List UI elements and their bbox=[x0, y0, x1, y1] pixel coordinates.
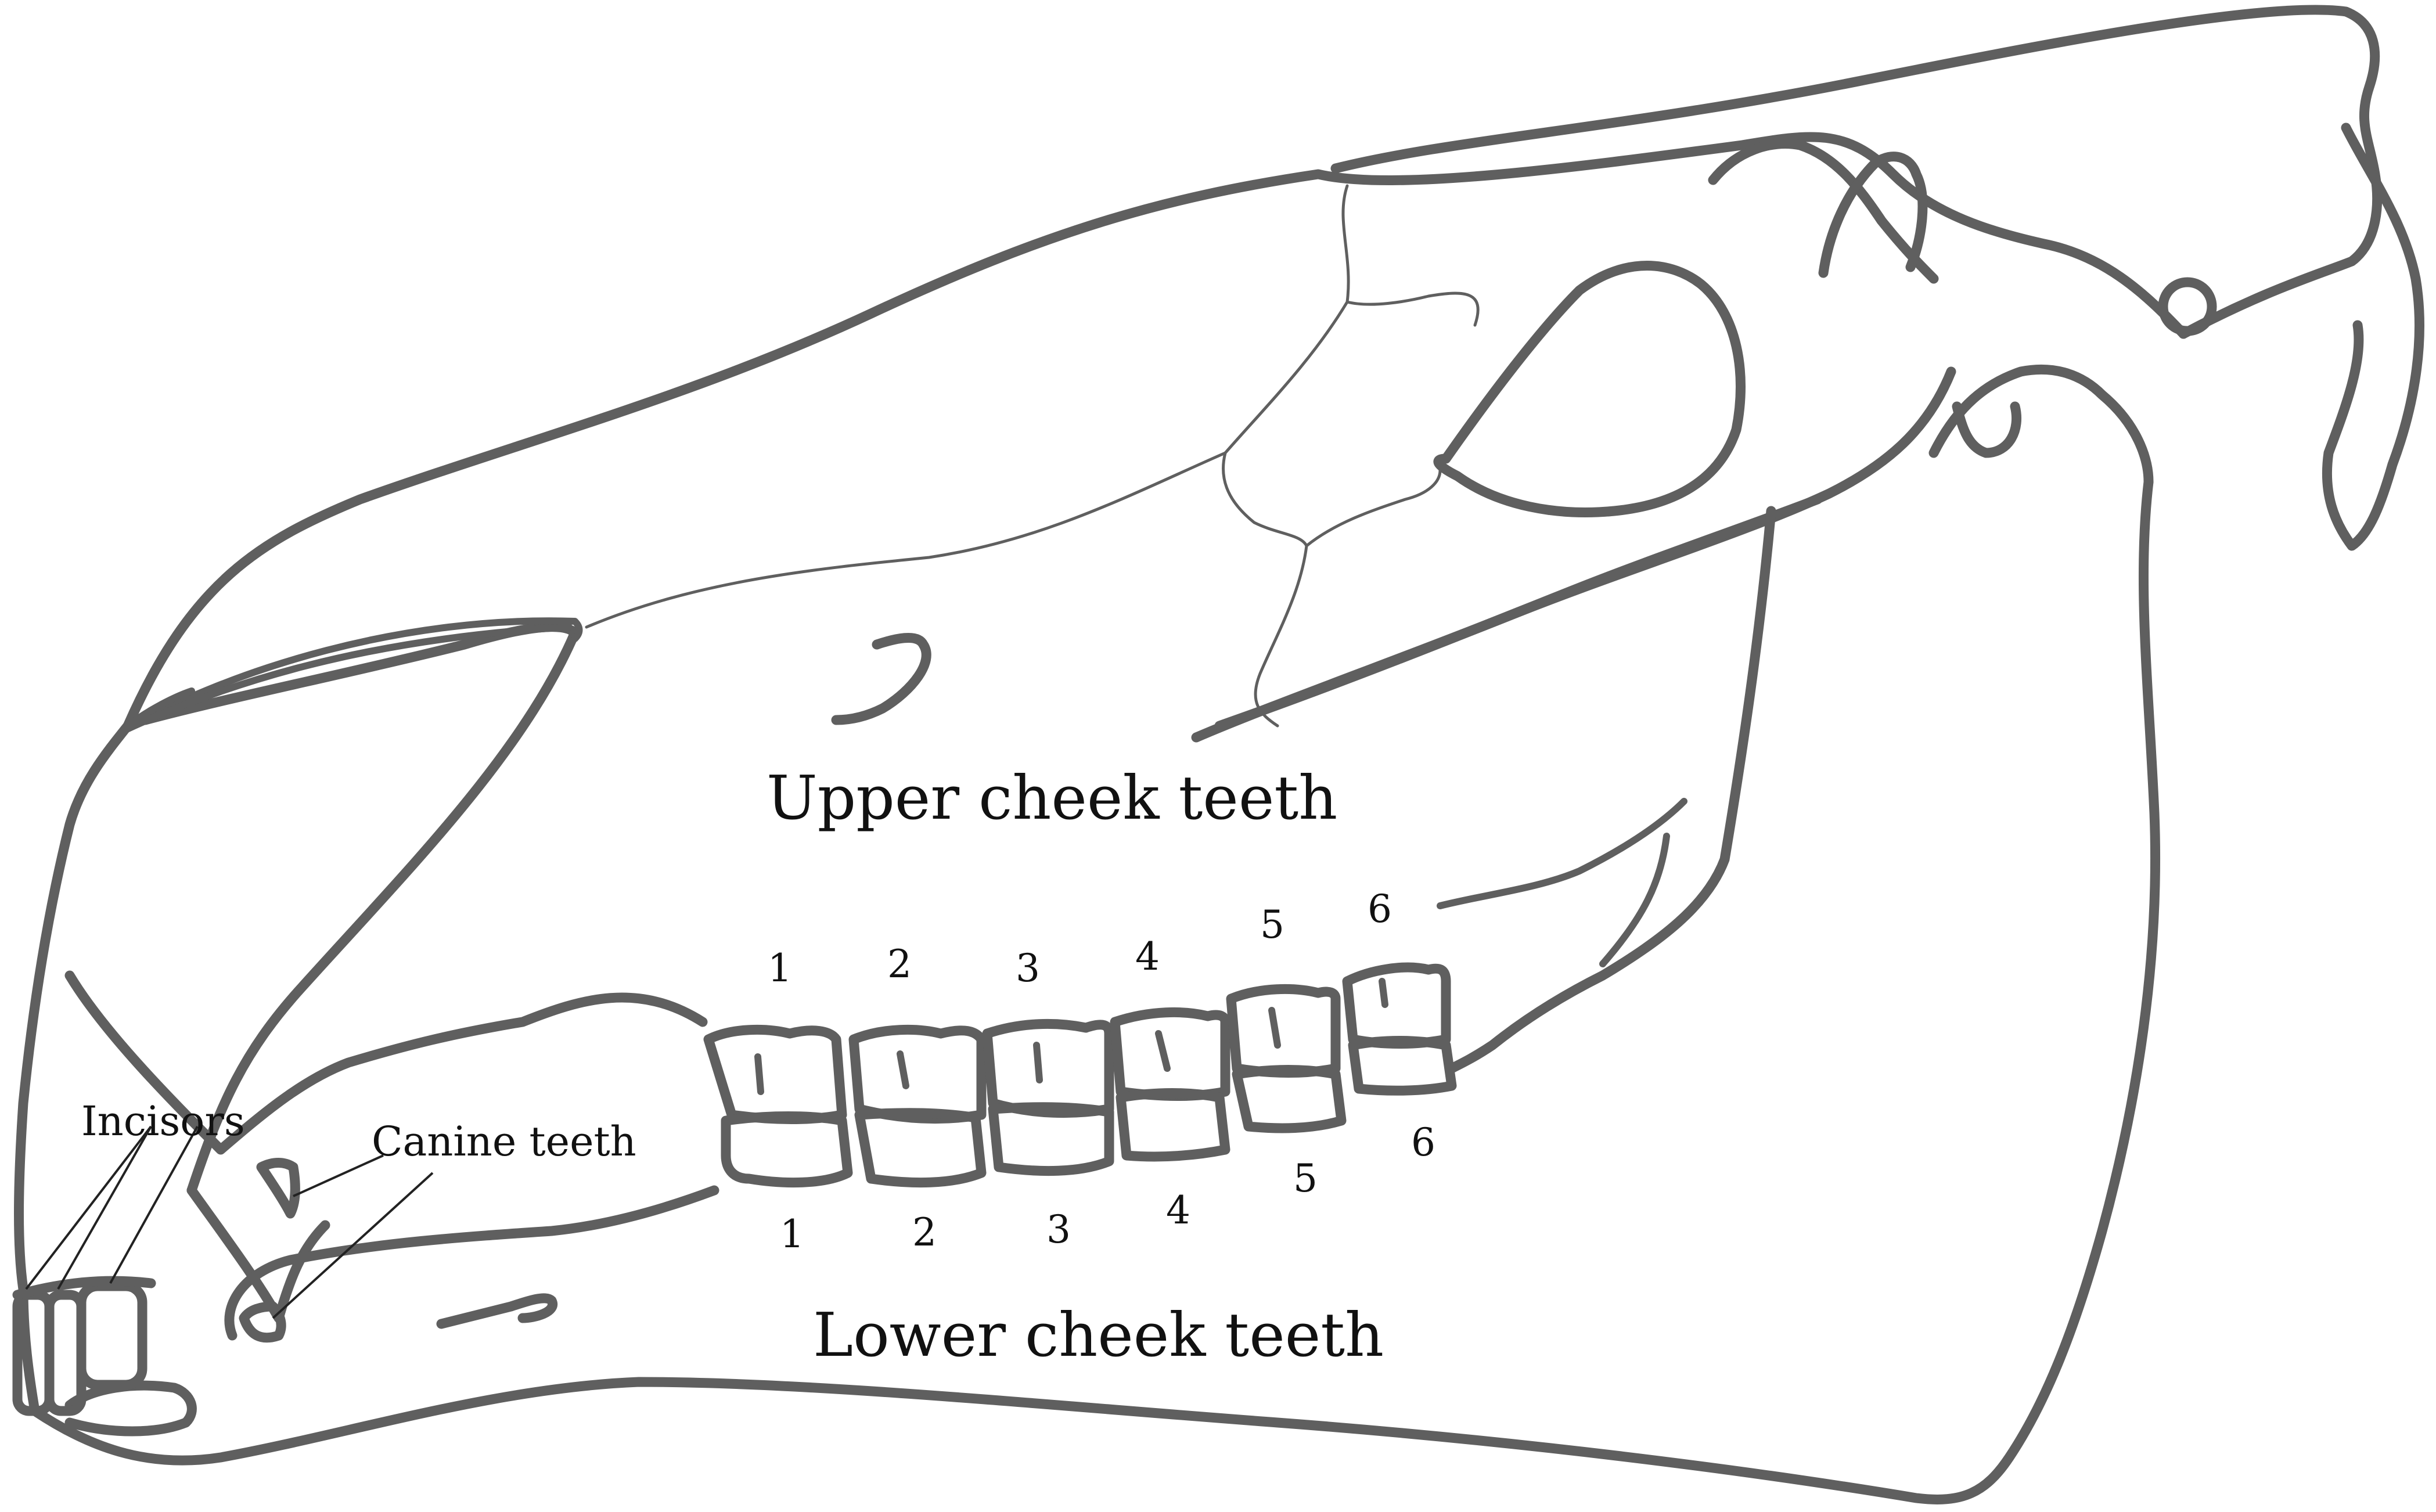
lower-tooth-4 bbox=[1116, 1088, 1230, 1162]
leader-lines bbox=[25, 1125, 434, 1319]
canine-teeth bbox=[239, 1158, 300, 1343]
upper-tooth-2-groove bbox=[897, 1050, 909, 1089]
upper-tooth-4-groove bbox=[1155, 1030, 1171, 1072]
nasal-line bbox=[14, 721, 133, 1294]
upper-tooth-number-2: 2 bbox=[887, 942, 912, 987]
upper-tooth-number-4: 4 bbox=[1135, 934, 1160, 979]
temporal-fossa bbox=[1818, 152, 1928, 278]
nasoincisive-notch bbox=[118, 624, 573, 735]
lower-tooth-number-3: 3 bbox=[1046, 1207, 1071, 1252]
occipital-back bbox=[2322, 123, 2424, 551]
upper-tooth-6-groove bbox=[1379, 978, 1388, 1008]
upper-tooth-6 bbox=[1342, 962, 1451, 1049]
lower-tooth-number-2: 2 bbox=[912, 1210, 937, 1255]
lower-tooth-number-6: 6 bbox=[1411, 1120, 1435, 1165]
incisor-leader-2 bbox=[57, 1126, 152, 1290]
skull-outline bbox=[14, 5, 2424, 1323]
upper-tooth-5 bbox=[1226, 984, 1341, 1078]
incisor-leader-3 bbox=[109, 1126, 199, 1284]
lower-tooth-6 bbox=[1348, 1036, 1457, 1096]
lower-tooth-2 bbox=[854, 1108, 987, 1188]
orbit-region bbox=[1191, 139, 2217, 743]
upper-jaw-lower-edge bbox=[64, 970, 708, 1155]
coronoid-process bbox=[1437, 798, 1687, 967]
sutures bbox=[585, 184, 1480, 728]
supraorbital-process bbox=[1708, 139, 1939, 284]
mandibular-condyle-area bbox=[1928, 364, 2154, 487]
zygomatic-suture bbox=[1305, 469, 1442, 548]
lower-cheek-teeth bbox=[721, 1036, 1457, 1188]
lower-cheek-teeth-label: Lower cheek teeth bbox=[813, 1299, 1384, 1370]
poll-crest bbox=[1330, 5, 2383, 339]
canine-leader-lower bbox=[272, 1172, 434, 1319]
maxilla-suture bbox=[585, 451, 1227, 629]
orbit bbox=[1433, 261, 1746, 517]
upper-tooth-number-6: 6 bbox=[1368, 887, 1392, 931]
upper-tooth-3 bbox=[982, 1018, 1114, 1118]
incisors-label: Incisors bbox=[81, 1097, 245, 1145]
labels: Upper cheek teeth Lower cheek teeth Inci… bbox=[81, 762, 1384, 1370]
infraorbital-foramen bbox=[831, 632, 931, 725]
incisor-leader-1 bbox=[25, 1125, 152, 1290]
lower-tooth-numbers: 1 2 3 4 5 6 bbox=[780, 1120, 1435, 1257]
upper-tooth-1-groove bbox=[754, 1053, 764, 1095]
incisor-3 bbox=[76, 1281, 147, 1390]
lower-tooth-5 bbox=[1232, 1065, 1347, 1133]
canine-teeth-label: Canine teeth bbox=[372, 1118, 636, 1165]
mandible-ramus-front bbox=[1447, 506, 1776, 1074]
mandible-ventral-border bbox=[30, 477, 2161, 1504]
lower-tooth-1 bbox=[721, 1111, 853, 1188]
upper-canine bbox=[256, 1158, 300, 1219]
upper-cheek-teeth-label: Upper cheek teeth bbox=[767, 762, 1337, 833]
mandible-alveolar-margin bbox=[224, 1185, 719, 1341]
retroarticular-process bbox=[1952, 401, 2022, 458]
upper-tooth-2 bbox=[848, 1024, 987, 1124]
upper-tooth-numbers: 1 2 3 4 5 6 bbox=[768, 887, 1392, 991]
lower-tooth-number-5: 5 bbox=[1293, 1156, 1318, 1201]
external-acoustic-meatus bbox=[2158, 277, 2217, 336]
mental-foramen bbox=[436, 1293, 557, 1329]
upper-tooth-1 bbox=[703, 1024, 847, 1124]
lacrimal-suture bbox=[1222, 300, 1349, 728]
upper-tooth-5-groove bbox=[1268, 1007, 1281, 1049]
incisor-gum-line bbox=[12, 1276, 156, 1300]
upper-tooth-number-5: 5 bbox=[1260, 902, 1284, 947]
lower-tooth-number-4: 4 bbox=[1166, 1188, 1190, 1233]
canine-leader-upper bbox=[293, 1154, 384, 1197]
frontal-nasal-suture bbox=[1341, 184, 1480, 327]
lower-tooth-3 bbox=[988, 1102, 1114, 1176]
upper-tooth-3-groove bbox=[1033, 1042, 1043, 1083]
upper-tooth-4 bbox=[1110, 1007, 1230, 1101]
upper-tooth-number-3: 3 bbox=[1016, 946, 1040, 991]
incisor-teeth bbox=[12, 1276, 156, 1416]
zygomatic-arch bbox=[1191, 366, 1956, 743]
upper-tooth-number-1: 1 bbox=[768, 946, 792, 991]
lower-tooth-number-1: 1 bbox=[780, 1212, 804, 1257]
facial-crest bbox=[1214, 494, 1823, 731]
nasal-process bbox=[118, 617, 583, 735]
mandible bbox=[18, 477, 2161, 1504]
nasal-spine bbox=[140, 622, 580, 1196]
skull-top-contour bbox=[123, 132, 2189, 731]
lower-canine bbox=[239, 1301, 286, 1343]
